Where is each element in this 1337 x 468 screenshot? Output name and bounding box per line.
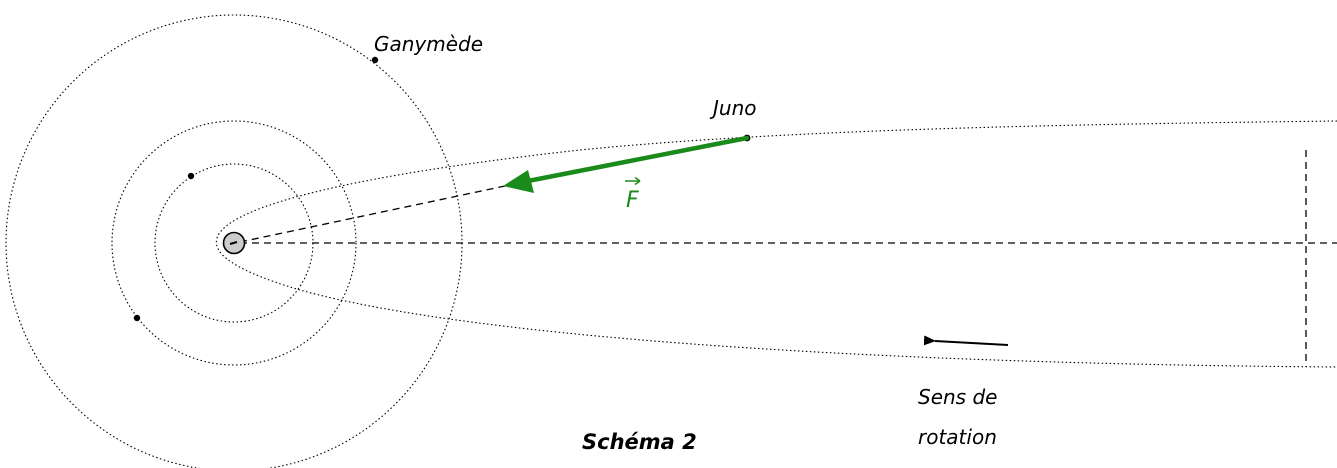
rotation-arrow xyxy=(923,335,1009,346)
jupiter-icon xyxy=(222,231,246,255)
rotation-label-line2: rotation xyxy=(918,425,997,449)
vector-arrow-icon xyxy=(625,176,641,186)
rotation-label-line1: Sens de xyxy=(918,385,997,409)
force-symbol: F xyxy=(626,188,639,213)
force-vector xyxy=(503,135,750,193)
jupiter-juno-line xyxy=(239,185,506,243)
ganymede-moon xyxy=(371,56,379,64)
ganymede-label: Ganymède xyxy=(374,32,483,56)
moon-upper xyxy=(187,172,195,180)
juno-label: Juno xyxy=(709,96,757,120)
juno-orbit xyxy=(215,120,1337,368)
diagram-title: Schéma 2 xyxy=(582,430,697,454)
force-label: F xyxy=(625,176,641,213)
moon-lower xyxy=(133,314,141,322)
moon-orbit-middle xyxy=(111,120,357,366)
